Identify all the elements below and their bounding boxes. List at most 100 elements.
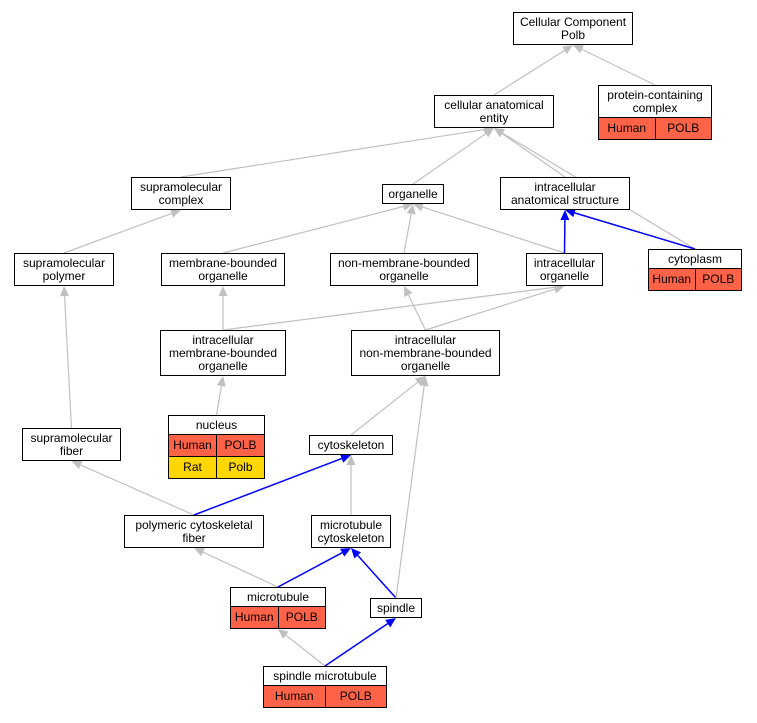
arrowhead-mt-to-pcf xyxy=(194,548,205,557)
arrowhead-mtc-to-csk xyxy=(346,455,356,465)
arrowhead-cyto-to-cae xyxy=(494,128,505,138)
edge-spi-to-mtc xyxy=(357,554,397,599)
arrowhead-imbo-to-mbo xyxy=(218,286,228,296)
node-nucleus[interactable]: nucleus Human POLB Rat Polb xyxy=(168,415,265,479)
edge-smf-to-smp xyxy=(63,295,73,429)
edge-inmbo-to-nmbo xyxy=(407,294,427,331)
node-label: spindle xyxy=(376,601,416,615)
node-label: cellular anatomical entity xyxy=(444,98,544,125)
arrowhead-pcc-to-cc xyxy=(573,45,584,54)
annotation-row: Human POLB xyxy=(649,268,741,290)
edge-nmbo-to-org xyxy=(403,213,412,254)
annotation-row: Rat Polb xyxy=(169,456,264,478)
node-label: microtubule xyxy=(246,590,310,604)
gene-cell: POLB xyxy=(277,607,325,628)
node-label: protein-containing complex xyxy=(607,88,703,115)
species-cell: Rat xyxy=(169,457,216,478)
node-cellular-component[interactable]: Cellular Component Polb xyxy=(513,12,633,45)
node-intracellular-membrane-bounded-organelle[interactable]: intracellular membrane-bounded organelle xyxy=(160,330,286,376)
arrowhead-mbo-to-org xyxy=(402,202,413,211)
node-label: intracellular non-membrane-bounded organ… xyxy=(359,333,492,373)
node-polymeric-cytoskeletal-fiber[interactable]: polymeric cytoskeletal fiber xyxy=(124,515,264,548)
arrowhead-spi-to-inmbo xyxy=(419,376,429,387)
node-intracellular-anatomical-structure[interactable]: intracellular anatomical structure xyxy=(500,177,630,210)
gene-cell: POLB xyxy=(216,435,264,456)
species-cell: Human xyxy=(264,686,325,707)
node-intracellular-non-membrane-bounded-organelle[interactable]: intracellular non-membrane-bounded organ… xyxy=(351,330,500,376)
node-supramolecular-complex[interactable]: supramolecular complex xyxy=(131,177,231,210)
node-supramolecular-fiber[interactable]: supramolecular fiber xyxy=(22,428,121,461)
arrowhead-pcf-to-smf xyxy=(71,460,83,470)
arrowhead-io-to-ias xyxy=(560,210,570,221)
edge-csk-to-inmbo xyxy=(350,381,419,436)
arrowhead-smp-to-smc xyxy=(170,209,181,218)
edge-pcf-to-smf xyxy=(80,464,195,516)
node-cytoskeleton[interactable]: cytoskeleton xyxy=(309,435,393,455)
node-label: microtubule cytoskeleton xyxy=(317,518,385,545)
node-label: intracellular membrane-bounded organelle xyxy=(168,333,278,373)
arrowhead-inmbo-to-nmbo xyxy=(404,286,413,297)
edge-pcc-to-cc xyxy=(581,48,656,86)
node-label: nucleus xyxy=(195,418,238,432)
edge-mt-to-pcf xyxy=(202,551,279,588)
edge-pcf-to-csk xyxy=(193,457,342,516)
annotation-row: Human POLB xyxy=(231,606,325,628)
node-label: intracellular organelle xyxy=(533,256,596,283)
edge-mt-to-mtc xyxy=(277,552,343,588)
arrowhead-io-to-org xyxy=(413,202,424,212)
species-cell: Human xyxy=(649,269,695,290)
arrowhead-smf-to-smp xyxy=(60,286,70,297)
edge-nuc-to-imbo xyxy=(215,385,222,416)
node-cellular-anatomical-entity[interactable]: cellular anatomical entity xyxy=(434,95,554,128)
node-label: intracellular anatomical structure xyxy=(510,180,620,207)
arrowhead-mt-to-mtc xyxy=(340,548,351,557)
node-intracellular-organelle[interactable]: intracellular organelle xyxy=(526,253,603,286)
node-microtubule[interactable]: microtubule Human POLB xyxy=(230,587,326,629)
node-supramolecular-polymer[interactable]: supramolecular polymer xyxy=(14,253,114,286)
node-label: organelle xyxy=(388,187,438,201)
node-protein-containing-complex[interactable]: protein-containing complex Human POLB xyxy=(598,85,712,140)
node-spindle-microtubule[interactable]: spindle microtubule Human POLB xyxy=(263,666,387,708)
annotation-row: Human POLB xyxy=(264,685,386,707)
node-microtubule-cytoskeleton[interactable]: microtubule cytoskeleton xyxy=(311,515,391,548)
edge-ias-to-cae xyxy=(501,133,566,178)
arrowhead-csk-to-inmbo xyxy=(414,376,426,386)
edge-cyto-to-ias xyxy=(574,212,696,250)
edge-imbo-to-io xyxy=(222,286,555,331)
species-cell: Human xyxy=(169,435,216,456)
edge-inmbo-to-io xyxy=(425,288,556,331)
edge-smp-to-smc xyxy=(63,212,172,254)
node-spindle[interactable]: spindle xyxy=(370,598,422,618)
node-label: cytoskeleton xyxy=(317,438,385,452)
edge-smt-to-spi xyxy=(324,622,389,667)
gene-cell: Polb xyxy=(216,457,264,478)
node-label: Cellular Component Polb xyxy=(519,15,627,42)
arrowhead-smt-to-mt xyxy=(278,629,289,639)
arrowhead-smt-to-spi xyxy=(385,618,396,628)
edge-mbo-to-org xyxy=(222,205,404,254)
node-label: supramolecular fiber xyxy=(30,431,113,458)
node-membrane-bounded-organelle[interactable]: membrane-bounded organelle xyxy=(161,253,285,286)
arrowhead-spi-to-mtc xyxy=(351,548,362,559)
edge-io-to-org xyxy=(422,206,565,254)
species-cell: Human xyxy=(231,607,278,628)
annotation-row: Human POLB xyxy=(169,434,264,456)
node-cytoplasm[interactable]: cytoplasm Human POLB xyxy=(648,249,742,291)
node-label: membrane-bounded organelle xyxy=(168,256,278,283)
node-label: cytoplasm xyxy=(667,252,723,266)
node-label: spindle microtubule xyxy=(273,669,377,683)
arrowhead-org-to-cae xyxy=(483,128,494,138)
arrowhead-nmbo-to-org xyxy=(406,204,416,215)
edge-org-to-cae xyxy=(412,133,487,185)
edge-smt-to-mt xyxy=(285,634,326,667)
annotation-row: Human POLB xyxy=(599,117,711,139)
edge-smc-to-cae xyxy=(180,128,485,178)
edge-spi-to-inmbo xyxy=(395,385,425,599)
node-label: polymeric cytoskeletal fiber xyxy=(135,518,253,545)
node-label: supramolecular polymer xyxy=(22,256,106,283)
gene-cell: POLB xyxy=(324,686,386,707)
node-non-membrane-bounded-organelle[interactable]: non-membrane-bounded organelle xyxy=(330,253,478,286)
node-organelle[interactable]: organelle xyxy=(382,184,444,204)
arrowhead-nuc-to-imbo xyxy=(216,376,226,387)
